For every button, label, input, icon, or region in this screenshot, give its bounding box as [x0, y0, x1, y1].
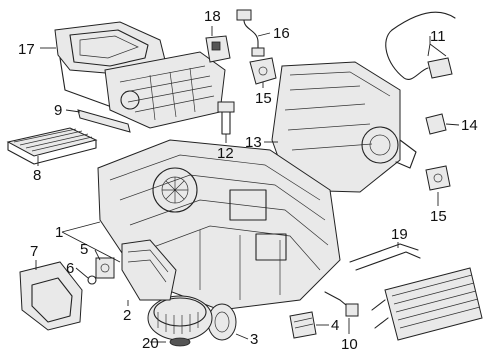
callout-14: 14: [461, 117, 478, 134]
leader-lines: [35, 26, 460, 343]
callout-16: 16: [273, 25, 290, 42]
callout-5: 5: [80, 241, 88, 258]
part-5-expansion-valve: [95, 257, 115, 279]
callout-18: 18: [204, 8, 221, 25]
callout-12: 12: [217, 145, 234, 162]
callout-2: 2: [123, 307, 131, 324]
part-15-actuator-lower: [425, 165, 451, 191]
callout-15-lower: 15: [430, 208, 447, 225]
part-9-seal-strip: [77, 109, 131, 133]
part-15-actuator-upper: [249, 57, 277, 85]
callout-7: 7: [30, 243, 38, 260]
callout-3: 3: [250, 331, 258, 348]
part-14-sensor: [425, 113, 447, 135]
part-17-air-inlet-housing: [54, 21, 226, 129]
part-6-o-ring: [87, 275, 97, 285]
part-13-evaporator-case: [271, 61, 417, 193]
part-4-resistor: [289, 311, 317, 339]
part-7-gasket: [19, 261, 83, 331]
callout-10: 10: [341, 336, 358, 353]
part-11-hose: [385, 11, 456, 80]
part-19-heater-core: [349, 243, 483, 341]
part-16-harness: [236, 9, 265, 57]
callout-11: 11: [430, 28, 446, 45]
callout-15-upper: 15: [255, 90, 272, 107]
part-3-blower-seal: [207, 303, 237, 341]
part-10-sensor: [324, 291, 359, 317]
callout-17: 17: [18, 41, 35, 58]
callout-19: 19: [391, 226, 408, 243]
callout-20: 20: [142, 335, 159, 352]
callout-13: 13: [245, 134, 262, 151]
callout-1: 1: [55, 224, 63, 241]
part-20-blower-motor: [147, 295, 213, 347]
part-8-cabin-filter: [6, 127, 98, 165]
callout-8: 8: [33, 167, 41, 184]
callout-9: 9: [54, 102, 62, 119]
callout-6: 6: [66, 260, 74, 277]
callout-4: 4: [331, 317, 339, 334]
part-18-actuator: [205, 35, 231, 63]
part-12-sensor: [217, 101, 235, 135]
part-2-duct: [121, 239, 177, 301]
